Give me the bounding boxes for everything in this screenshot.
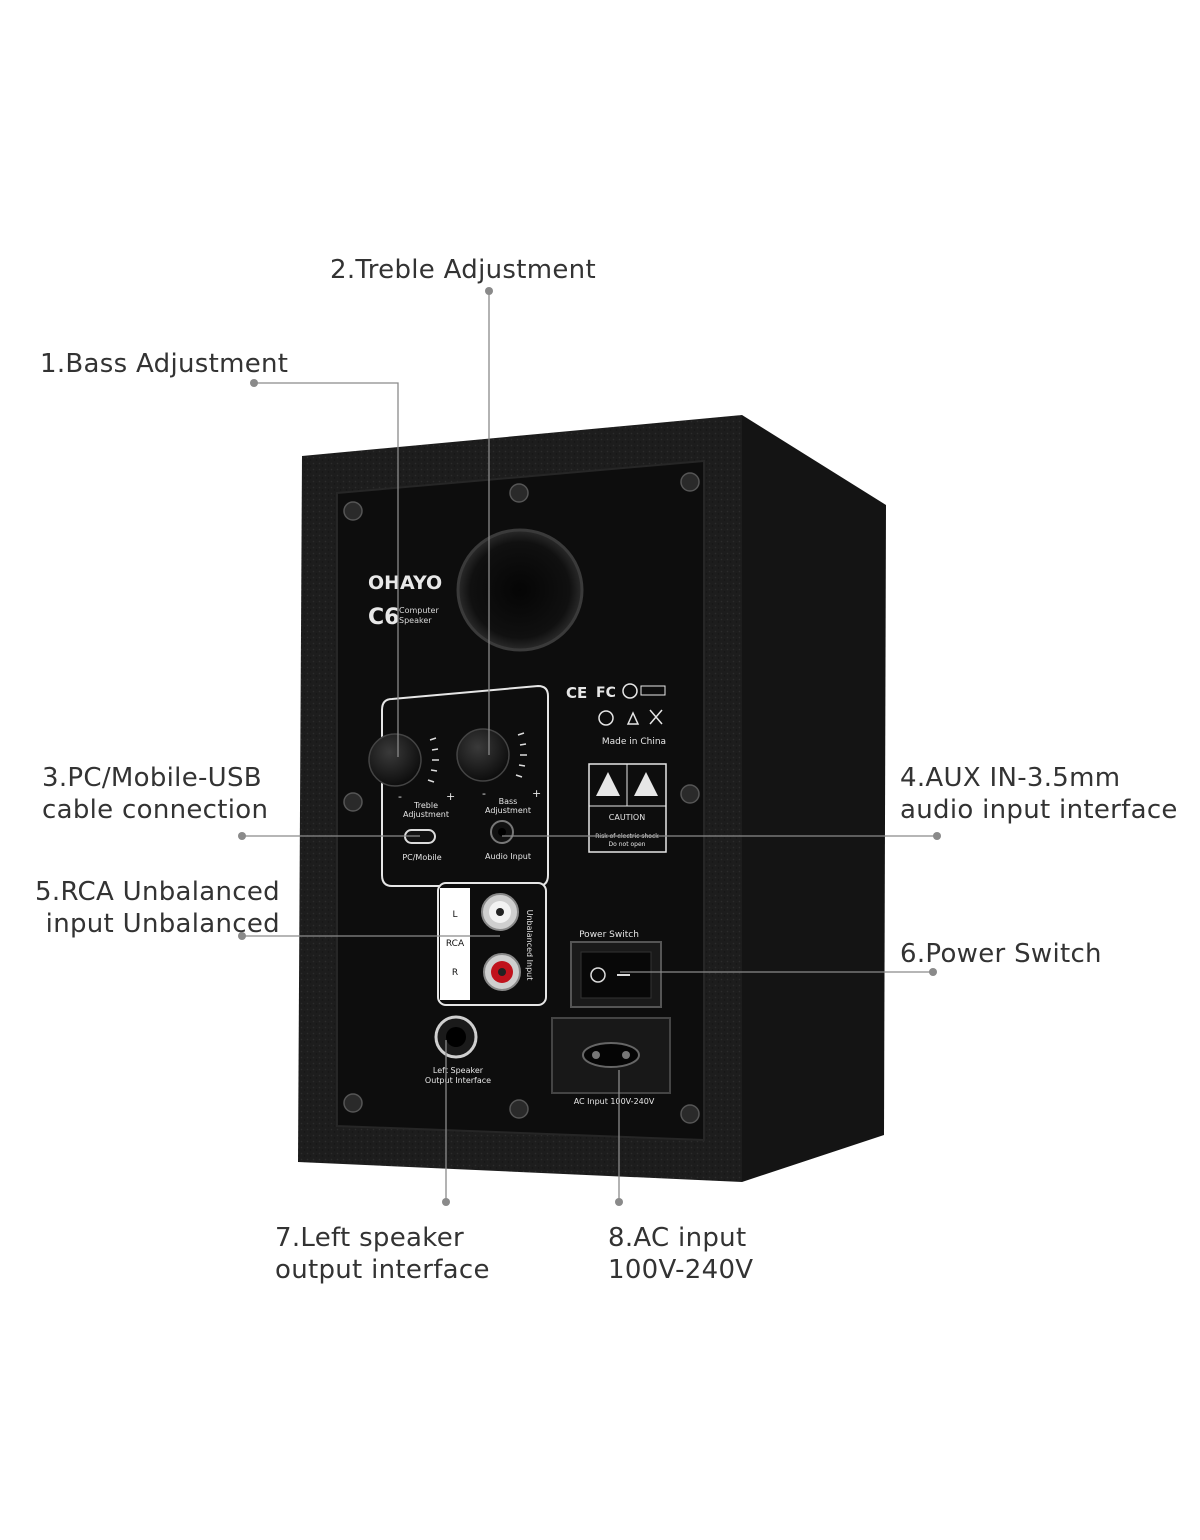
knob-ticks [427, 732, 527, 783]
left-out-label-1: Left Speaker [433, 1066, 484, 1075]
left-out-label-2: Output Interface [425, 1076, 491, 1085]
ce-mark: CE [566, 684, 587, 702]
recycle-icon [626, 711, 640, 725]
callout-7-line-2: output interface [275, 1255, 490, 1285]
ac-input-label: AC Input 100V-240V [574, 1097, 655, 1106]
usb-label: PC/Mobile [402, 853, 441, 862]
leader-lines [242, 291, 937, 1202]
callout-3-line-2: cable connection [42, 795, 269, 825]
caution-text: CAUTION [609, 813, 645, 822]
audio-jack: Audio Input [485, 820, 531, 861]
leader-dots [238, 287, 941, 1206]
bass-label-2: Adjustment [485, 806, 531, 815]
leader-line-1 [254, 382, 399, 757]
callout-7-line-1: 7.Left speaker [275, 1223, 464, 1253]
callout-3-line-1: 3.PC/Mobile-USB [42, 763, 262, 793]
model-sub-1: Computer [399, 606, 439, 615]
fc-mark: FC [596, 685, 616, 701]
callout-ac-input: 8.AC input 100V-240V [608, 1222, 753, 1286]
bass-minus: - [482, 787, 486, 800]
callout-treble-adjustment: 2.Treble Adjustment [330, 254, 596, 286]
rohs-icon [598, 710, 614, 726]
model-text: C6 [368, 605, 399, 630]
power-switch: Power Switch [570, 930, 662, 1008]
callout-8-line-2: 100V-240V [608, 1255, 754, 1285]
callout-1-line-1: 1.Bass Adjustment [40, 349, 289, 379]
callout-5-line-1: 5.RCA Unbalanced [35, 877, 280, 907]
rca-side-label: Unbalanced Input [525, 910, 534, 981]
callout-power-switch: 6.Power Switch [900, 938, 1102, 970]
bass-port [456, 528, 584, 652]
model-sub-2: Speaker [399, 616, 432, 625]
treble-label-2: Adjustment [403, 810, 449, 819]
ac-input: AC Input 100V-240V [551, 1017, 671, 1106]
callout-4-line-2: audio input interface [900, 795, 1178, 825]
callout-usb-connection: 3.PC/Mobile-USB cable connection [42, 762, 268, 826]
made-in-label: Made in China [602, 737, 666, 747]
callout-left-speaker-output: 7.Left speaker output interface [275, 1222, 490, 1286]
rca-l-label: L [452, 910, 457, 920]
power-switch-label: Power Switch [579, 930, 639, 940]
treble-minus: - [398, 790, 402, 803]
cert-icon [622, 683, 638, 699]
weee-icon [649, 709, 663, 725]
callout-8-line-1: 8.AC input [608, 1223, 747, 1253]
certification-marks: CE FC Made in China [566, 683, 666, 747]
exclamation-warning-icon [634, 772, 658, 796]
callout-bass-adjustment: 1.Bass Adjustment [40, 348, 288, 380]
bass-plus: + [532, 787, 541, 800]
shock-warning-icon [596, 772, 620, 796]
cert-icon-2 [640, 685, 666, 696]
treble-label-1: Treble [413, 801, 438, 810]
screws [343, 472, 700, 1124]
treble-plus: + [446, 790, 455, 803]
rca-mid-label: RCA [446, 939, 465, 949]
callout-6-line-1: 6.Power Switch [900, 939, 1102, 969]
callout-aux-in: 4.AUX IN-3.5mm audio input interface [900, 762, 1178, 826]
callout-rca-input: 5.RCA Unbalanced input Unbalanced [14, 876, 280, 940]
brand-logo-text: OHAYO [368, 572, 442, 594]
brand-logo: OHAYO C6 Computer Speaker [368, 572, 442, 630]
bass-label-1: Bass [499, 797, 518, 806]
caution-label: CAUTION Risk of electric shock Do not op… [588, 763, 667, 853]
cabinet-side [742, 415, 886, 1182]
treble-knob: - + Treble Adjustment [368, 733, 455, 819]
warn-text-2: Do not open [609, 841, 646, 848]
callout-4-line-1: 4.AUX IN-3.5mm [900, 763, 1121, 793]
bass-knob: - + Bass Adjustment [456, 728, 541, 815]
callout-5-line-2: input Unbalanced [45, 909, 280, 939]
callout-2-line-1: 2.Treble Adjustment [330, 255, 596, 285]
rca-r-label: R [452, 968, 458, 978]
rca-block: L RCA R Unbalanced Input [437, 882, 547, 1006]
audio-label: Audio Input [485, 852, 531, 861]
